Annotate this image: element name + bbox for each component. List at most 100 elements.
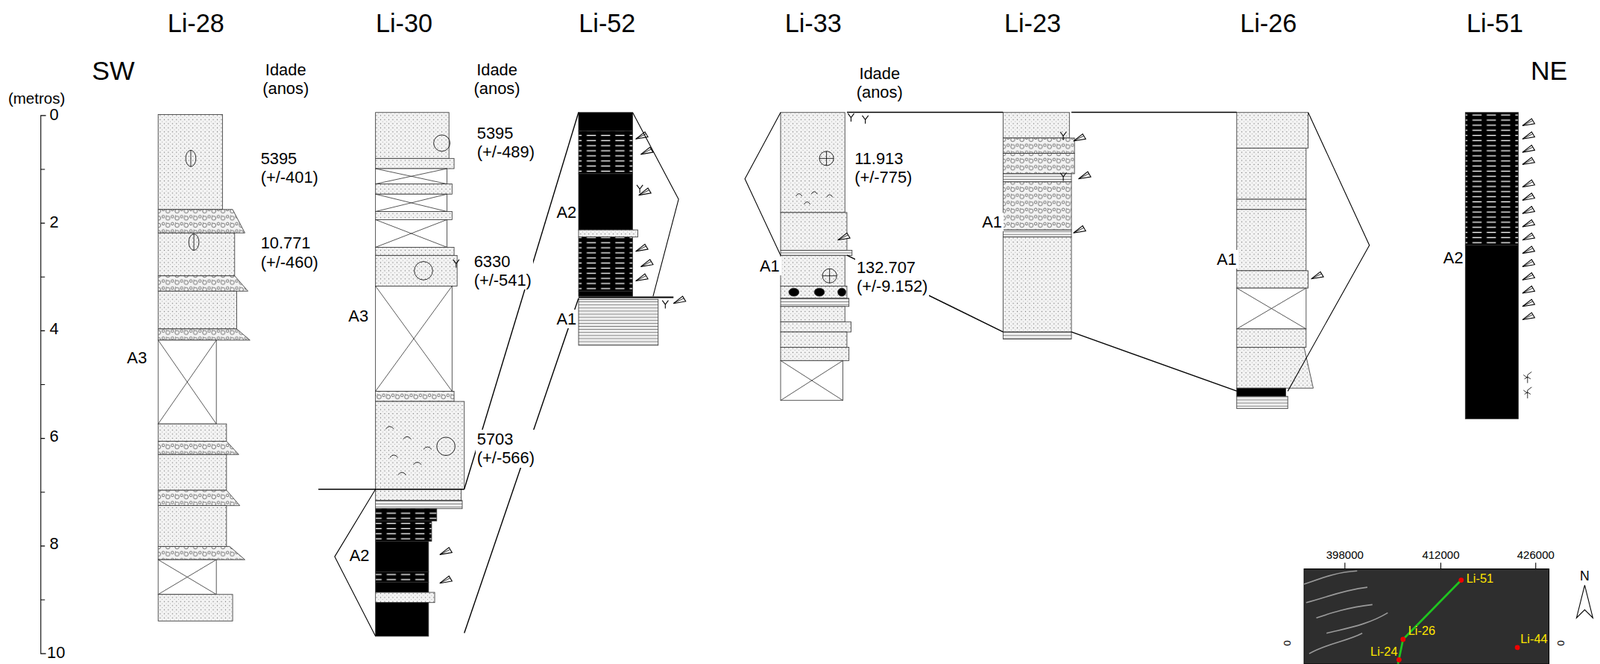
annotation: 8 (49, 533, 59, 553)
section-li28 (158, 559, 217, 595)
section-li30 (375, 285, 453, 391)
section-li52 (673, 295, 686, 304)
annotation: Idade (anos) (856, 64, 903, 102)
section-li30 (318, 112, 465, 636)
section-li26 (1311, 271, 1324, 279)
location-map (1400, 636, 1406, 642)
section-li28 (158, 489, 240, 506)
section-li51 (1522, 131, 1535, 140)
section-li28 (158, 275, 248, 292)
section-li33 (780, 212, 847, 251)
section-li30 (375, 168, 448, 185)
section-li26 (1236, 387, 1287, 396)
section-li33 (847, 113, 854, 122)
section-li28 (158, 114, 250, 621)
section-li30 (375, 591, 435, 603)
section-li26 (1236, 347, 1314, 389)
section-li33 (780, 360, 843, 400)
section-li33 (788, 287, 800, 296)
section-name: Li-51 (1466, 8, 1524, 39)
section-column: Li-33 (780, 8, 847, 401)
section-name: Li-26 (1239, 8, 1297, 39)
correlation-line (464, 298, 579, 633)
section-li33 (744, 112, 781, 256)
annotation: A1 (758, 256, 782, 276)
section-li30 (375, 489, 462, 501)
section-li30 (453, 259, 460, 268)
section-li28 (158, 209, 245, 233)
section-li30 (375, 285, 453, 391)
section-li51 (1522, 232, 1535, 241)
section-li30 (375, 602, 429, 636)
map-point-label: Li-24 (1370, 644, 1398, 659)
annotation: 398000 (1326, 547, 1364, 561)
annotation: NE (1530, 55, 1568, 87)
map-point-label: Li-44 (1520, 631, 1548, 646)
section-li30 (385, 426, 432, 475)
section-li30 (375, 520, 432, 541)
annotation: A1 (555, 309, 579, 329)
section-li30 (375, 158, 455, 169)
annotation: A3 (125, 348, 149, 367)
section-li52 (578, 173, 633, 230)
scale-bar (41, 115, 47, 654)
section-li33 (780, 306, 845, 323)
section-li28 (158, 339, 217, 424)
annotation: 10.771 (+/-460) (259, 233, 320, 271)
scale-bar (41, 115, 47, 654)
section-li51 (1465, 245, 1518, 420)
annotation: Idade (anos) (474, 60, 521, 98)
section-li23 (1002, 237, 1072, 332)
annotation: 2 (49, 212, 59, 232)
scale-bar (41, 169, 45, 600)
section-li28 (158, 559, 217, 595)
section-li51 (1523, 386, 1532, 399)
correlation-line (1071, 331, 1237, 391)
section-li52 (578, 298, 659, 346)
section-li30 (375, 500, 463, 509)
location-map (1345, 562, 1536, 569)
section-li23 (1002, 112, 1070, 138)
annotation: A2 (555, 202, 579, 222)
section-li28 (158, 594, 233, 622)
section-column: Li-51 (1465, 8, 1536, 419)
location-map (1304, 562, 1593, 663)
section-li30 (375, 401, 465, 490)
annotation: A2 (1441, 248, 1466, 267)
section-li33 (822, 268, 837, 283)
section-li51 (1522, 193, 1535, 201)
section-li52 (578, 112, 633, 132)
section-name: Li-23 (1004, 8, 1061, 39)
correlation-line (846, 254, 1003, 332)
section-li51 (1465, 112, 1535, 420)
section-li23 (1002, 229, 1072, 238)
annotation: 132.707 (+/-9.152) (855, 257, 929, 296)
section-li30 (375, 184, 453, 195)
section-li52 (662, 300, 669, 309)
section-li33 (780, 254, 845, 286)
annotation: 0 (1555, 639, 1568, 646)
section-li23 (1002, 173, 1072, 182)
section-li26 (1236, 287, 1307, 329)
section-li26 (1236, 395, 1288, 408)
annotation: N (1579, 568, 1590, 584)
section-li23 (1073, 225, 1086, 234)
section-li26 (1236, 112, 1370, 409)
section-li28 (158, 339, 217, 424)
section-column: Li-26 (1236, 8, 1309, 409)
section-column: Li-23 (1002, 8, 1072, 339)
section-name: Li-30 (375, 8, 433, 39)
annotation: Idade (anos) (262, 60, 309, 98)
section-li51 (1522, 219, 1535, 227)
section-li52 (578, 112, 686, 346)
section-li30 (318, 488, 465, 490)
section-li26 (1236, 328, 1307, 348)
section-li33 (780, 331, 847, 348)
section-li52 (578, 130, 633, 173)
section-li26 (1236, 148, 1307, 200)
map-point-label: Li-51 (1466, 571, 1494, 586)
annotation: A1 (980, 212, 1004, 232)
section-li28 (158, 232, 235, 276)
